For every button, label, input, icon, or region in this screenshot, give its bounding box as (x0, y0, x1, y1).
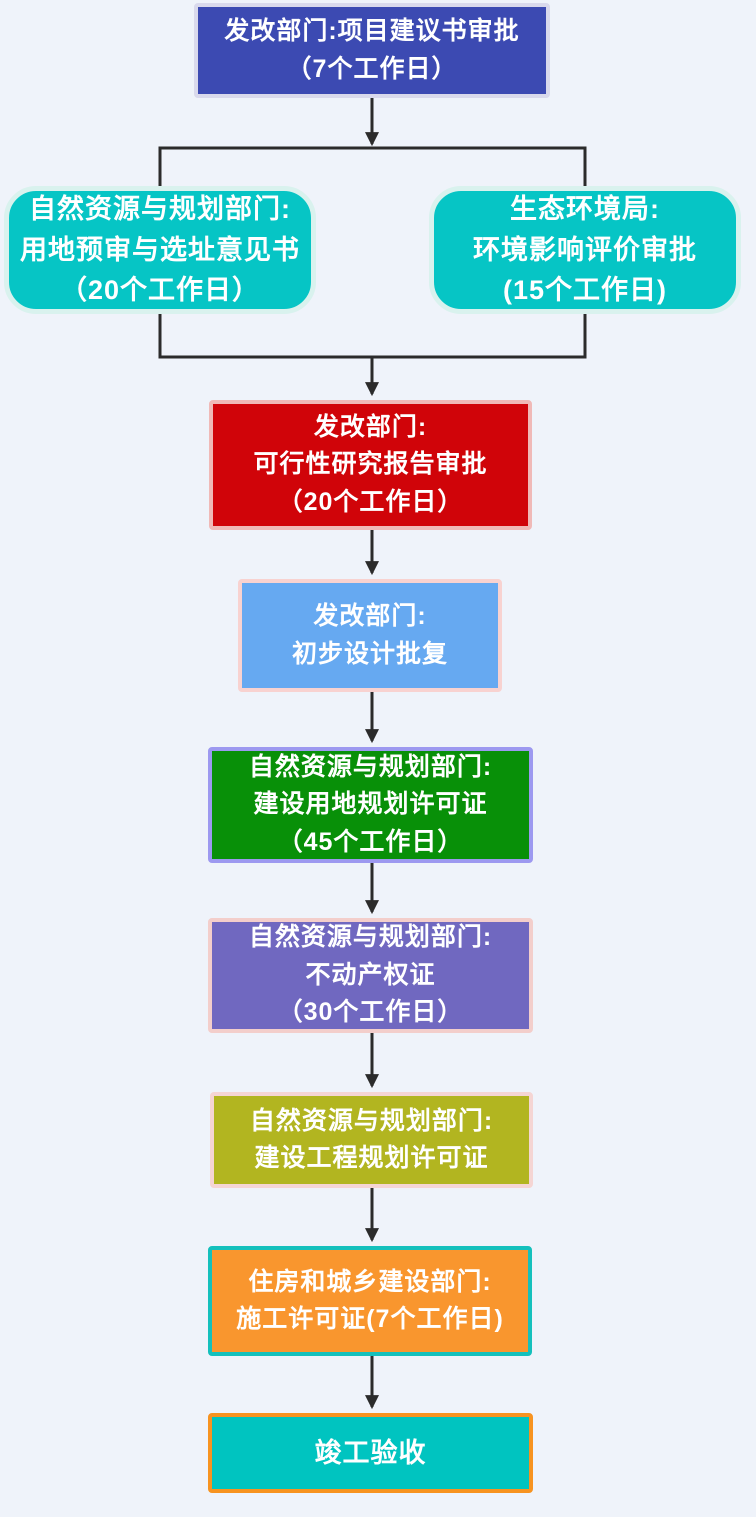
node-text-line: 住房和城乡建设部门: (248, 1267, 492, 1296)
node-real-estate-certificate: 自然资源与规划部门: 不动产权证 （30个工作日） (208, 918, 533, 1033)
node-text-line: 发改部门:项目建议书审批 (224, 17, 520, 45)
connector-branch-merge (158, 314, 587, 359)
node-text-line: （7个工作日） (286, 54, 458, 83)
node-construction-project-planning-permit: 自然资源与规划部门: 建设工程规划许可证 (210, 1092, 533, 1188)
node-project-proposal-approval: 发改部门:项目建议书审批 （7个工作日） (194, 3, 550, 98)
node-text-line: （30个工作日） (277, 998, 464, 1027)
node-text-line: 发改部门: (313, 412, 428, 441)
node-text-line: （45个工作日） (277, 827, 464, 856)
node-text-line: 施工许可证(7个工作日) (236, 1305, 504, 1333)
node-construction-land-planning-permit: 自然资源与规划部门: 建设用地规划许可证 （45个工作日） (208, 747, 533, 863)
node-text-line: 自然资源与规划部门: (248, 752, 493, 781)
node-feasibility-study-approval: 发改部门: 可行性研究报告审批 （20个工作日） (209, 400, 532, 530)
node-text-line: （20个工作日） (59, 275, 261, 306)
node-environmental-impact-approval: 生态环境局: 环境影响评价审批 (15个工作日) (429, 186, 741, 314)
node-text-line: 可行性研究报告审批 (253, 450, 488, 479)
node-text-line: 自然资源与规划部门: (29, 194, 291, 225)
node-text-line: 环境影响评价审批 (473, 234, 697, 265)
node-text-line: 建设工程规划许可证 (254, 1144, 489, 1172)
node-text-line: （20个工作日） (277, 487, 464, 516)
node-text-line: (15个工作日) (502, 275, 667, 306)
node-text-line: 初步设计批复 (291, 639, 448, 668)
node-text-line: 自然资源与规划部门: (249, 1106, 494, 1135)
node-text-line: 用地预审与选址意见书 (20, 234, 300, 265)
node-completion-acceptance: 竣工验收 (208, 1413, 533, 1493)
node-text-line: 自然资源与规划部门: (248, 923, 493, 952)
connector-branch-split (158, 146, 587, 186)
node-text-line: 不动产权证 (305, 960, 436, 989)
node-land-pre-review: 自然资源与规划部门: 用地预审与选址意见书 （20个工作日） (4, 186, 316, 314)
node-text-line: 生态环境局: (510, 194, 660, 225)
node-text-line: 发改部门: (313, 602, 427, 630)
node-preliminary-design-approval: 发改部门: 初步设计批复 (238, 579, 502, 692)
node-text-line: 建设用地规划许可证 (253, 790, 488, 819)
node-text-line: 竣工验收 (314, 1437, 427, 1468)
node-construction-permit: 住房和城乡建设部门: 施工许可证(7个工作日) (208, 1246, 532, 1356)
